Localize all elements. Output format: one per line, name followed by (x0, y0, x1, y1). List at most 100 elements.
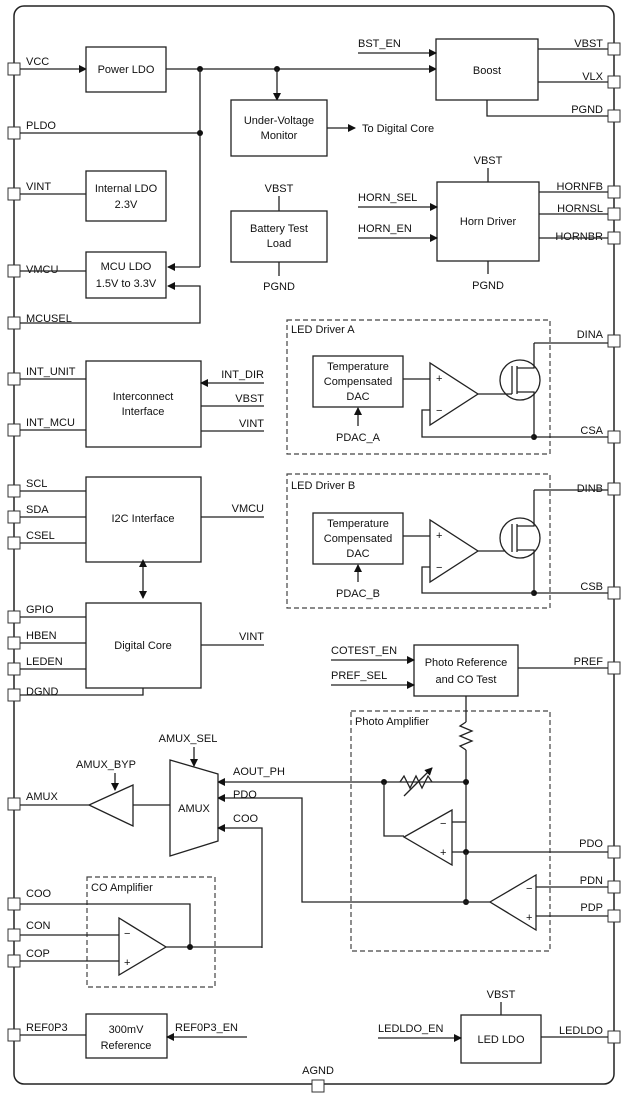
signal-coo: COO (233, 813, 259, 825)
wire-pdo-signal (217, 794, 490, 903)
i2c-label: I2C Interface (112, 513, 175, 525)
pin-hben[interactable] (7, 636, 21, 650)
pin-agnd[interactable] (311, 1079, 325, 1093)
opamp-co-plus: + (124, 957, 130, 969)
pin-sda[interactable] (7, 510, 21, 524)
pin-vmcu[interactable] (7, 264, 21, 278)
pin-int-unit[interactable] (7, 372, 21, 386)
led-ldo-block (460, 1014, 542, 1064)
pin-gpio[interactable] (7, 610, 21, 624)
pin-hornsl[interactable] (607, 207, 621, 221)
signal-ref0p3-en: REF0P3_EN (175, 1022, 238, 1034)
amux-label: AMUX (178, 803, 210, 815)
pin-vbst[interactable] (607, 42, 621, 56)
pin-csel[interactable] (7, 536, 21, 550)
label-csa: CSA (580, 425, 603, 437)
power-ldo-label: Power LDO (98, 64, 155, 76)
pin-dgnd[interactable] (7, 688, 21, 702)
label-hornsl: HORNSL (557, 203, 603, 215)
pin-cop[interactable] (7, 954, 21, 968)
dac-a-label-1: Temperature (327, 361, 389, 373)
internal-ldo-label-1: Internal LDO (95, 183, 158, 195)
pin-coo[interactable] (7, 897, 21, 911)
wire-feedback-ph (383, 782, 404, 837)
signal-vmcu-i2c: VMCU (232, 503, 264, 515)
junction (197, 130, 203, 136)
pin-int-mcu[interactable] (7, 423, 21, 437)
ref300-label-1: 300mV (109, 1024, 145, 1036)
pin-scl[interactable] (7, 484, 21, 498)
opamp-pd-plus: + (526, 912, 532, 924)
label-vint: VINT (26, 181, 51, 193)
wire-feedback-a (421, 409, 534, 438)
pin-hornfb[interactable] (607, 185, 621, 199)
pin-con[interactable] (7, 928, 21, 942)
wire-coo-pin (20, 903, 191, 947)
label-int-mcu: INT_MCU (26, 417, 75, 429)
dac-a-label-2: Compensated (324, 376, 393, 388)
signal-pgnd-horn: PGND (472, 280, 504, 292)
signal-vbst-bat: VBST (265, 183, 294, 195)
pin-ledldo[interactable] (607, 1030, 621, 1044)
label-int-unit: INT_UNIT (26, 366, 76, 378)
pin-vlx[interactable] (607, 75, 621, 89)
label-dgnd: DGND (26, 686, 58, 698)
boost-label: Boost (473, 65, 501, 77)
pin-vcc[interactable] (7, 62, 21, 76)
photo-ref-label-1: Photo Reference (425, 657, 508, 669)
interconnect-label-2: Interface (122, 406, 165, 418)
mosfet-b (499, 517, 541, 559)
pin-dinb[interactable] (607, 482, 621, 496)
led-driver-b-title: LED Driver B (291, 480, 355, 492)
label-pdn: PDN (580, 875, 603, 887)
label-ref0p3: REF0P3 (26, 1022, 68, 1034)
pin-mcusel[interactable] (7, 316, 21, 330)
opamp-photo (402, 808, 453, 867)
pin-leden[interactable] (7, 662, 21, 676)
uvm-label-1: Under-Voltage (244, 115, 314, 127)
pin-csa[interactable] (607, 430, 621, 444)
pin-hornbr[interactable] (607, 231, 621, 245)
opamp-co (118, 916, 168, 977)
mosfet-a-drain (517, 343, 535, 369)
uvm-label-2: Monitor (261, 130, 298, 142)
pin-csb[interactable] (607, 586, 621, 600)
label-csb: CSB (580, 581, 603, 593)
label-csel: CSEL (26, 530, 55, 542)
label-con: CON (26, 920, 51, 932)
opamp-a-minus: − (436, 405, 442, 417)
signal-vbst-int: VBST (235, 393, 264, 405)
opamp-co-minus: − (124, 928, 130, 940)
label-vcc: VCC (26, 56, 49, 68)
signal-ledldo-en: LEDLDO_EN (378, 1023, 443, 1035)
pin-pref[interactable] (607, 661, 621, 675)
label-pldo: PLDO (26, 120, 56, 132)
label-cop: COP (26, 948, 50, 960)
co-amplifier-title: CO Amplifier (91, 882, 153, 894)
label-coo: COO (26, 888, 52, 900)
pin-pdo[interactable] (607, 845, 621, 859)
ref300-label-2: Reference (101, 1040, 152, 1052)
signal-vint-core: VINT (239, 631, 264, 643)
label-hornbr: HORNBR (555, 231, 603, 243)
label-leden: LEDEN (26, 656, 63, 668)
pin-vint[interactable] (7, 187, 21, 201)
ref300-block (85, 1013, 168, 1059)
amux-buffer (87, 783, 134, 828)
horn-driver-label: Horn Driver (460, 216, 517, 228)
pin-dina[interactable] (607, 334, 621, 348)
resistor (458, 721, 474, 751)
pin-pgnd[interactable] (607, 109, 621, 123)
pin-pdn[interactable] (607, 880, 621, 894)
pin-pldo[interactable] (7, 126, 21, 140)
label-hornfb: HORNFB (557, 181, 603, 193)
pin-amux[interactable] (7, 797, 21, 811)
pin-pdp[interactable] (607, 909, 621, 923)
label-amux: AMUX (26, 791, 58, 803)
signal-int-dir: INT_DIR (221, 369, 264, 381)
amux-block (169, 759, 219, 857)
led-driver-a-group (286, 319, 551, 455)
pin-ref0p3[interactable] (7, 1028, 21, 1042)
wire-coo-signal (217, 824, 263, 948)
signal-pdo: PDO (233, 789, 257, 801)
